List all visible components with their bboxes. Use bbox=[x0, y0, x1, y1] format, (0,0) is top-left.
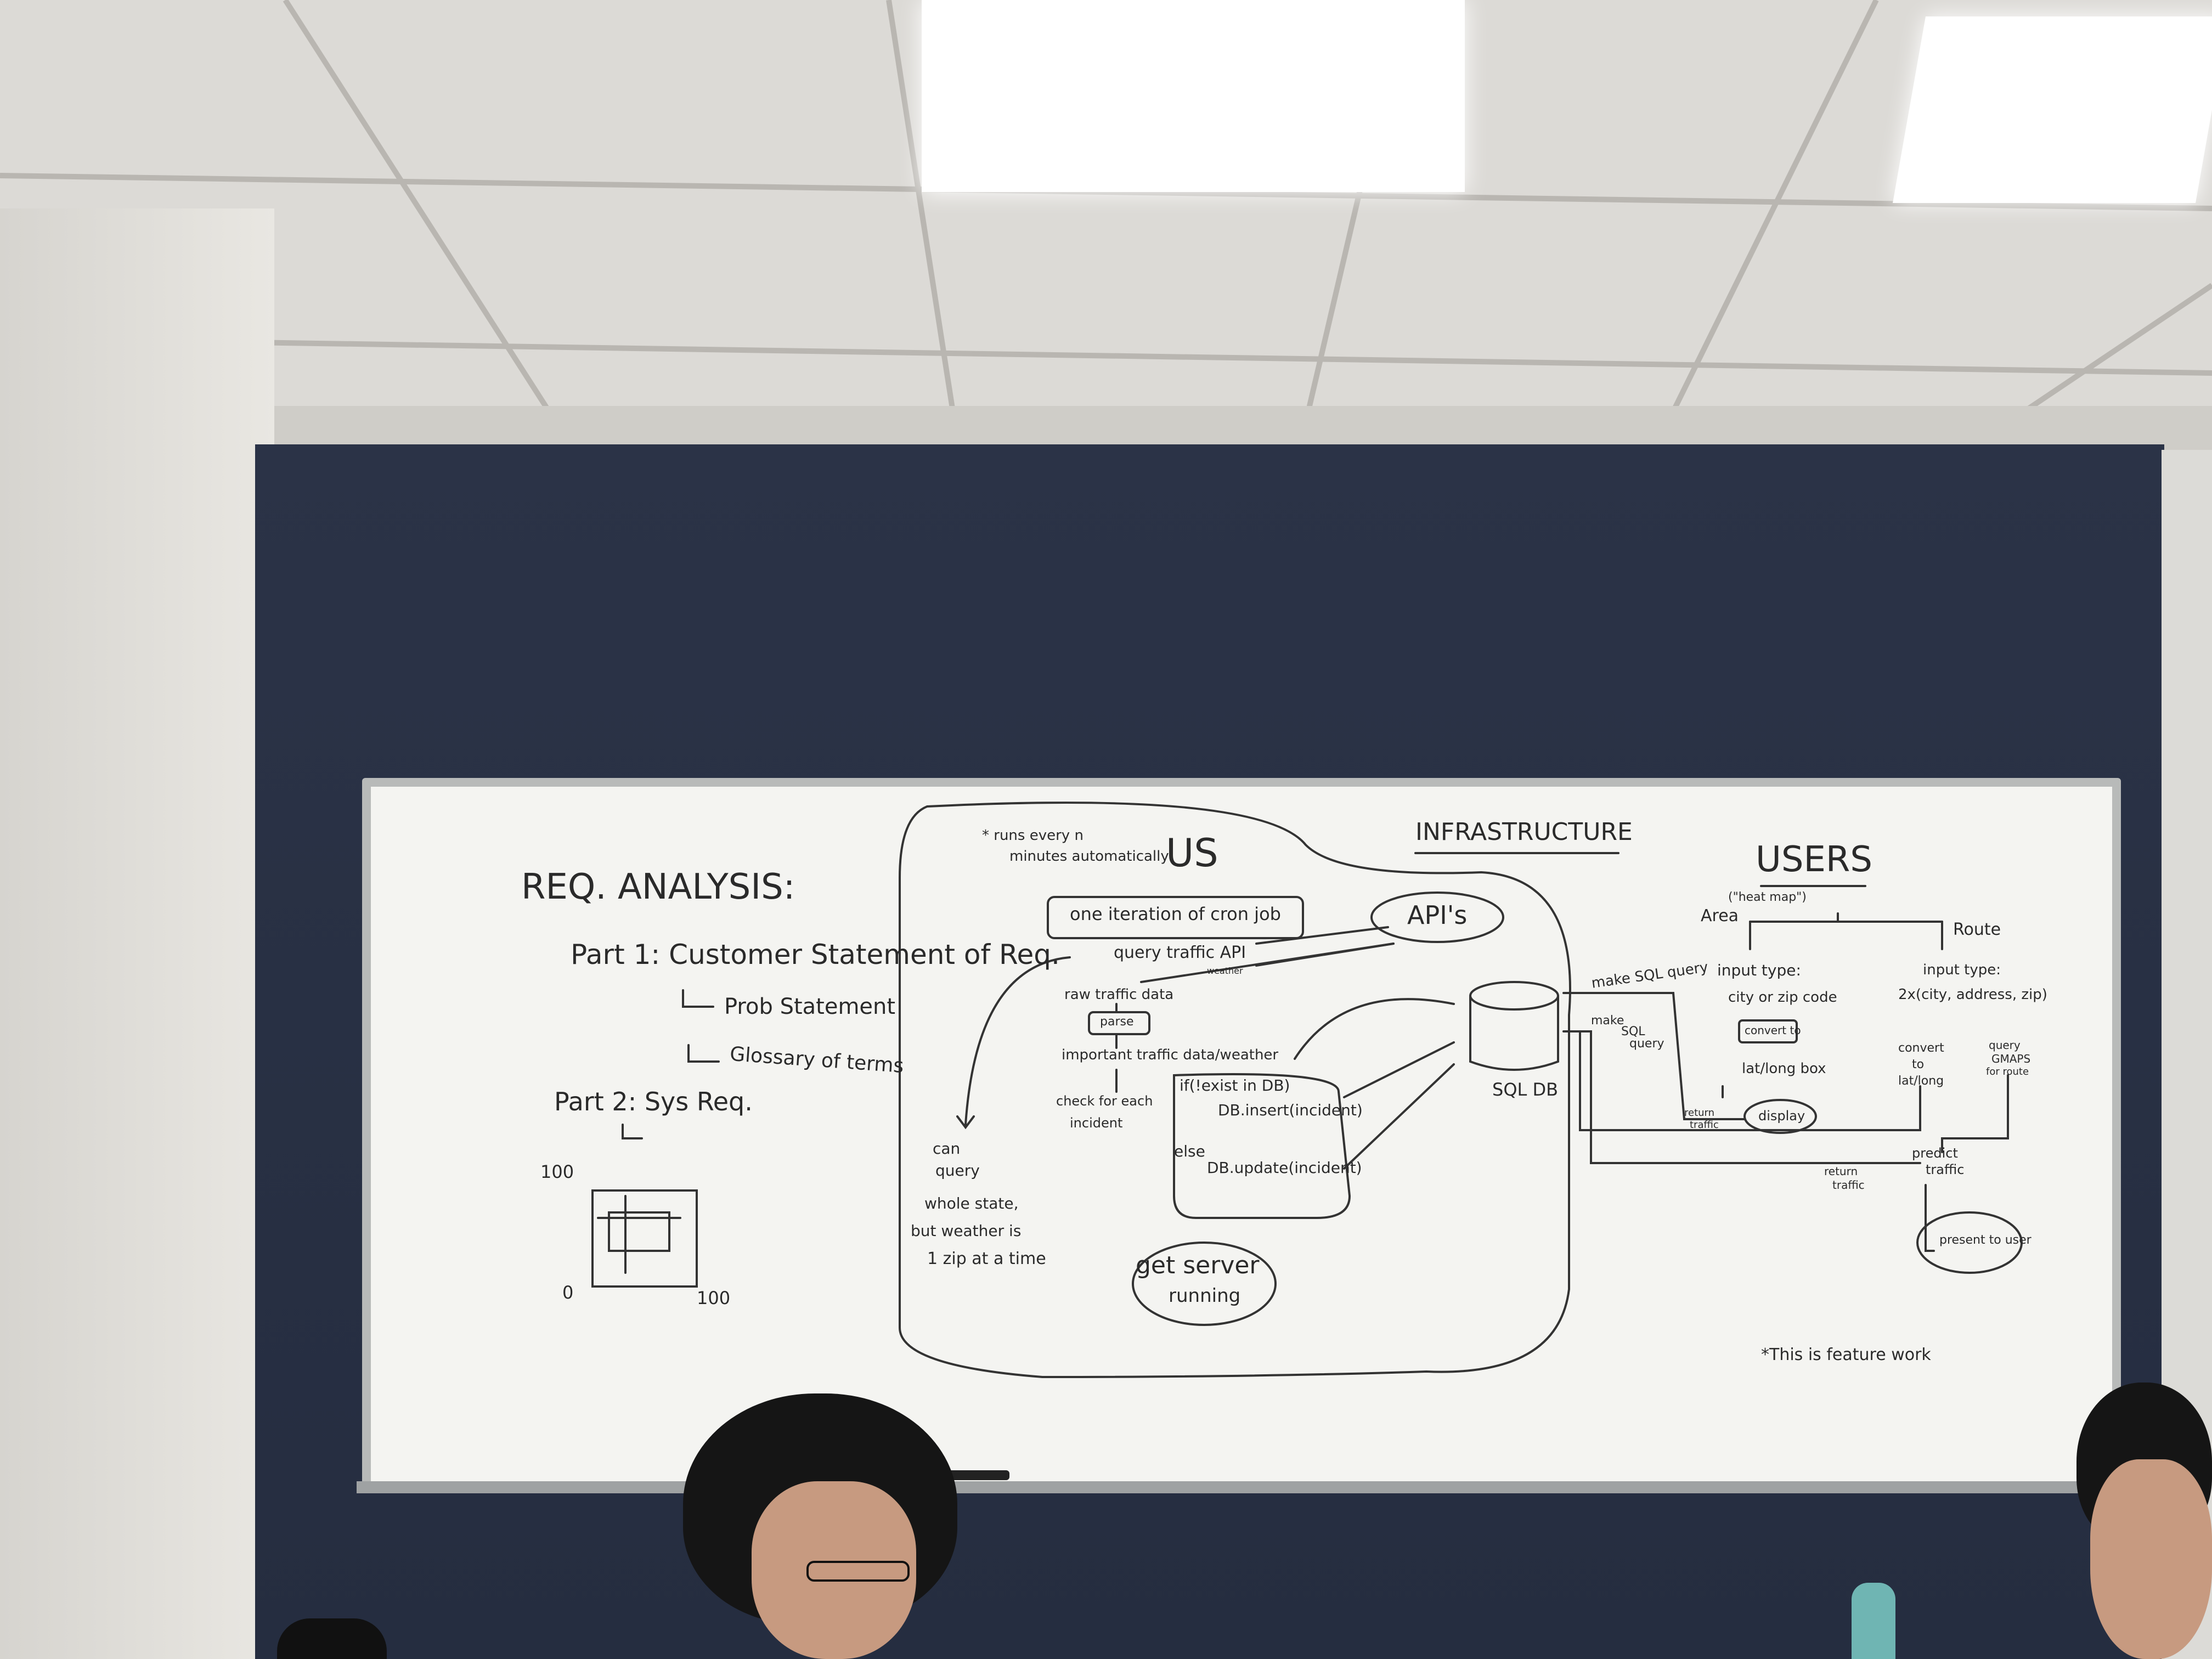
check-text: check for each bbox=[1056, 1093, 1153, 1109]
feature-note: *This is feature work bbox=[1761, 1345, 1931, 1364]
else-text: else bbox=[1174, 1142, 1205, 1160]
cron-text: one iteration of cron job bbox=[1070, 904, 1281, 924]
input-type-1: input type: bbox=[1717, 961, 1801, 979]
graph-label-0: 0 bbox=[562, 1282, 574, 1303]
users-title: USERS bbox=[1756, 839, 1872, 880]
running-text: running bbox=[1169, 1285, 1241, 1307]
raw-traffic-text: raw traffic data bbox=[1064, 986, 1174, 1003]
us-title: US bbox=[1166, 831, 1218, 876]
graph-box bbox=[591, 1189, 698, 1288]
make-sql-3: SQL bbox=[1621, 1025, 1645, 1039]
ceiling-grid bbox=[0, 0, 2212, 450]
weather-text: weather bbox=[1207, 966, 1243, 976]
make-sql-4: query bbox=[1629, 1037, 1664, 1051]
input-type-2: input type: bbox=[1923, 962, 2001, 978]
query-gmaps-2: GMAPS bbox=[1991, 1052, 2031, 1065]
whiteboard bbox=[371, 787, 2112, 1482]
req-analysis-title: REQ. ANALYSIS: bbox=[521, 867, 795, 907]
sqldb-top bbox=[1469, 981, 1559, 1011]
sqldb-label: SQL DB bbox=[1492, 1079, 1559, 1100]
return-traffic-1: return bbox=[1684, 1107, 1715, 1119]
left-wall bbox=[0, 208, 274, 1659]
person-right-face bbox=[2090, 1459, 2212, 1659]
present-ellipse bbox=[1916, 1211, 2023, 1274]
runs-note: * runs every n bbox=[982, 827, 1084, 844]
display-ellipse bbox=[1743, 1099, 1817, 1134]
convert-text: convert bbox=[1898, 1041, 1944, 1055]
present-text: present to user bbox=[1939, 1233, 2032, 1247]
part2-text: Part 2: Sys Req. bbox=[554, 1087, 753, 1116]
if-else-box bbox=[1173, 1073, 1351, 1219]
input-type-2b: 2x(city, address, zip) bbox=[1898, 986, 2047, 1003]
return-2b: traffic bbox=[1832, 1178, 1865, 1192]
if-text: if(!exist in DB) bbox=[1180, 1076, 1290, 1094]
get-server-oval bbox=[1132, 1242, 1277, 1326]
route-text: Route bbox=[1953, 920, 2001, 939]
water-bottle bbox=[1852, 1583, 1895, 1659]
can-text-1: can bbox=[933, 1139, 961, 1158]
update-text: DB.update(incident) bbox=[1207, 1159, 1362, 1177]
predict-2: traffic bbox=[1926, 1162, 1965, 1177]
part1-text: Part 1: Customer Statement of Req. bbox=[571, 939, 1060, 970]
cron-box bbox=[1047, 896, 1304, 939]
can-text-5: 1 zip at a time bbox=[927, 1249, 1046, 1268]
area-text: Area bbox=[1701, 906, 1739, 926]
prob-statement: Prob Statement bbox=[724, 994, 896, 1019]
query-gmaps-1: query bbox=[1989, 1039, 2021, 1052]
person-left-glasses bbox=[806, 1561, 910, 1582]
make-sql-2: make bbox=[1591, 1014, 1624, 1028]
us-boundary bbox=[899, 802, 1571, 1379]
query-gmaps-3: for route bbox=[1986, 1066, 2029, 1077]
important-data-text: important traffic data/weather bbox=[1062, 1047, 1279, 1063]
heatmap-text: ("heat map") bbox=[1728, 890, 1807, 904]
insert-text: DB.insert(incident) bbox=[1218, 1101, 1363, 1119]
latlong-box-text: lat/long box bbox=[1742, 1060, 1826, 1077]
apis-ellipse bbox=[1370, 891, 1504, 943]
predict-1: predict bbox=[1912, 1146, 1958, 1161]
can-text-4: but weather is bbox=[911, 1222, 1022, 1240]
infrastructure-title: INFRASTRUCTURE bbox=[1415, 818, 1633, 846]
apis-text: API's bbox=[1407, 900, 1468, 930]
graph-label-100-right: 100 bbox=[697, 1288, 731, 1308]
runs-note-2: minutes automatically bbox=[1009, 848, 1169, 865]
incident-text: incident bbox=[1070, 1115, 1123, 1131]
latlong-text: lat/long bbox=[1898, 1074, 1944, 1088]
to-text: to bbox=[1912, 1058, 1925, 1071]
parse-box bbox=[1088, 1011, 1150, 1035]
person-left-face bbox=[752, 1481, 916, 1659]
can-text-2: query bbox=[935, 1161, 980, 1180]
display-text: display bbox=[1758, 1108, 1805, 1124]
convert-box bbox=[1738, 1019, 1798, 1043]
query-api-text: query traffic API bbox=[1114, 943, 1246, 962]
get-server-text: get server bbox=[1136, 1251, 1260, 1279]
parse-text: parse bbox=[1100, 1015, 1134, 1029]
return-traffic-2: traffic bbox=[1690, 1119, 1719, 1131]
marker bbox=[944, 1470, 1009, 1480]
ceiling-light bbox=[922, 0, 1465, 192]
chair bbox=[277, 1618, 387, 1659]
return-2a: return bbox=[1824, 1165, 1858, 1178]
graph-label-100: 100 bbox=[540, 1161, 574, 1182]
convert-to-text: convert to bbox=[1745, 1024, 1801, 1037]
input-type-1b: city or zip code bbox=[1728, 989, 1837, 1006]
can-text-3: whole state, bbox=[924, 1194, 1019, 1212]
